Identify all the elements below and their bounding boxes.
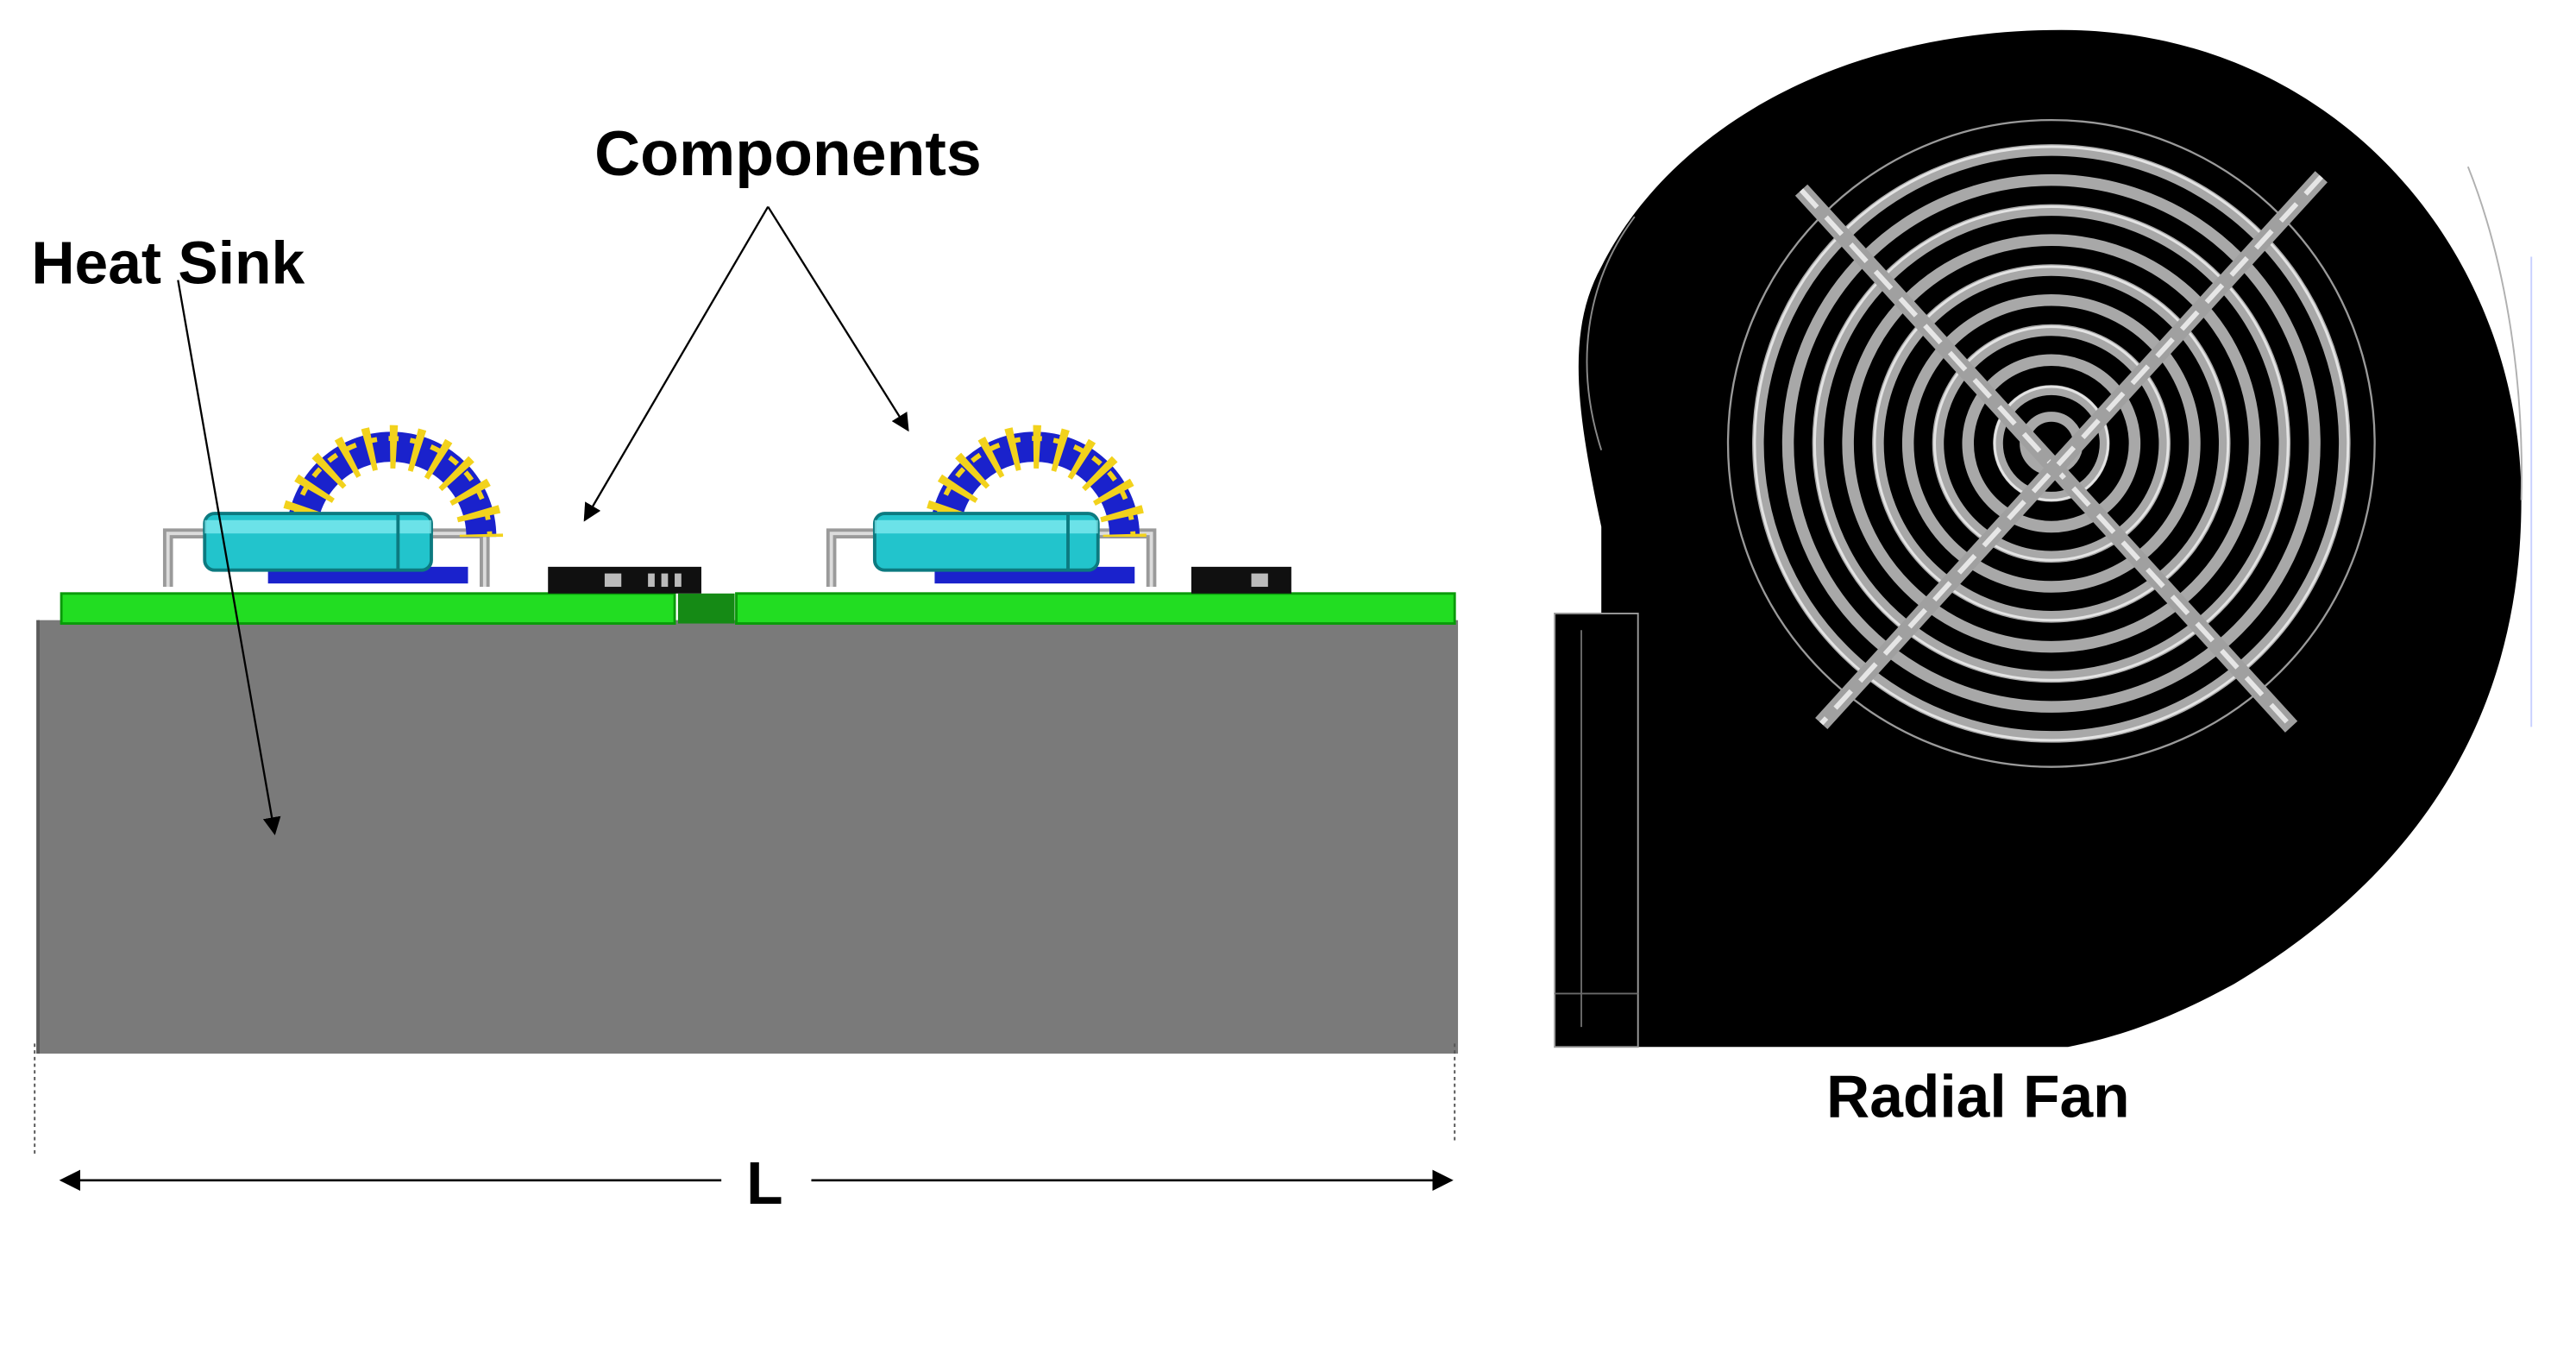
fan-outer-ring — [1726, 118, 2376, 768]
leader-lines — [177, 205, 909, 836]
toroid-coil-left — [280, 425, 504, 538]
toroid-coil-right — [922, 425, 1147, 538]
length-label: L — [746, 1149, 782, 1217]
pcb-left — [60, 592, 676, 625]
fan-outlet — [1554, 612, 1639, 1048]
heat-sink-label: Heat Sink — [31, 229, 305, 296]
fan-grille-highlight — [1753, 145, 2350, 742]
heat-sink-leader — [177, 280, 281, 836]
fan-housing — [1555, 29, 2522, 1048]
heat-sink-assembly — [36, 425, 1459, 1054]
radial-fan-label: Radial Fan — [1826, 1062, 2130, 1130]
ic-chip-right — [1191, 566, 1291, 594]
component-group-right — [826, 425, 1291, 594]
heat-sink-block — [38, 620, 1459, 1054]
pcb-right — [735, 592, 1456, 625]
radial-fan — [1554, 29, 2533, 1048]
dimension-length — [34, 1043, 1456, 1191]
components-leader-left — [583, 205, 770, 522]
pcb-connector — [677, 593, 735, 624]
fan-cross-struts — [1794, 171, 2328, 733]
components-label: Components — [594, 118, 982, 189]
component-group-left — [162, 425, 701, 594]
components-leader-right — [767, 205, 909, 432]
fan-grille — [1752, 144, 2351, 743]
